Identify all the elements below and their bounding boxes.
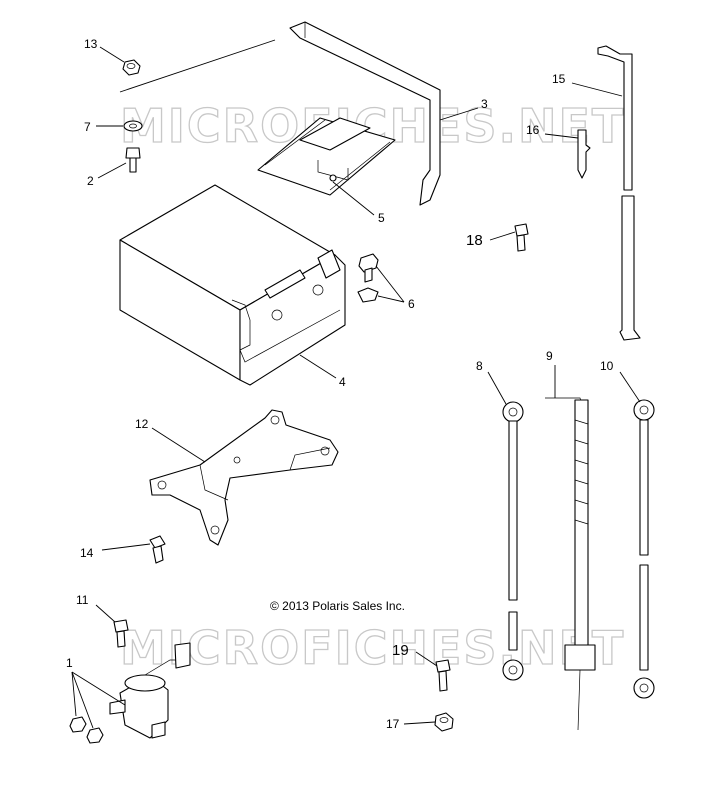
callout-3: 3 [481,97,488,111]
callout-14: 14 [80,546,94,560]
part-4-battery [119,184,346,386]
part-1-solenoid [69,642,191,744]
part-8-cable [502,401,524,681]
part-11-bolt [113,619,129,648]
part-14-push-rivet [149,535,166,564]
part-15-rod [597,45,633,191]
leader-lines [71,46,641,729]
part-3-bracket [119,21,441,206]
part-6-bolt-nut [357,253,379,303]
callout-6: 6 [408,297,415,311]
copyright-notice: © 2013 Polaris Sales Inc. [270,599,405,613]
callout-5: 5 [378,211,385,225]
callout-13: 13 [84,37,98,51]
callout-16: 16 [526,123,540,137]
part-9-cable [545,397,596,731]
part-19-bolt [435,659,451,692]
callout-18: 18 [466,232,483,249]
callout-8: 8 [476,359,483,373]
part-12-battery-tray [149,409,339,546]
part-7-washer [123,120,143,132]
part-13-nut [122,59,141,76]
callout-19: 19 [392,642,409,659]
callout-10: 10 [600,359,614,373]
callout-11: 11 [76,593,89,607]
callout-9: 9 [546,349,553,363]
callouts: 13 7 2 3 5 6 4 8 9 10 12 14 11 1 15 16 1… [66,37,614,731]
callout-1: 1 [66,656,73,670]
callout-12: 12 [135,417,149,431]
callout-7: 7 [84,120,91,134]
part-15-rod-lower [619,195,641,341]
part-17-nut [434,712,454,732]
callout-15: 15 [552,72,566,86]
callout-4: 4 [339,375,346,389]
part-10-cable [633,399,655,699]
watermark-bottom: MICROFICHES.NET [120,621,625,675]
part-5-holddown-plate [257,117,396,196]
part-2-bolt [125,147,141,173]
callout-2: 2 [87,174,94,188]
part-16-pin [577,129,591,179]
callout-17: 17 [386,717,400,731]
part-18-bolt [514,223,529,252]
